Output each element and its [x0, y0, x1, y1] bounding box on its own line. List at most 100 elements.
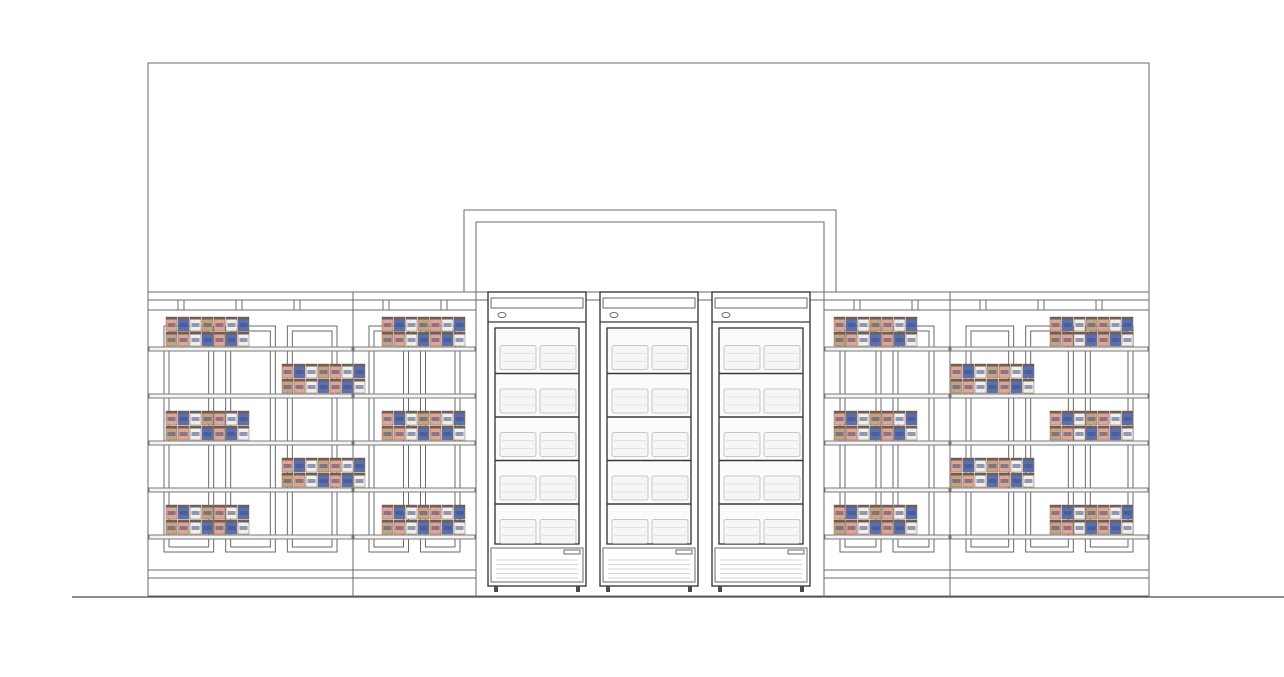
- jar-lid: [951, 364, 962, 367]
- jar-label: [443, 526, 452, 530]
- jar-label: [847, 511, 856, 515]
- jar-label: [976, 385, 985, 389]
- jar-label: [907, 432, 916, 436]
- jar-label: [319, 370, 328, 374]
- jar-lid: [882, 317, 893, 320]
- jar-label: [283, 385, 292, 389]
- jar-lid: [294, 364, 305, 367]
- jar-label: [431, 511, 440, 515]
- product-jar-cluster: [1049, 410, 1134, 441]
- jar-lid: [1074, 520, 1085, 523]
- jar-lid: [834, 317, 845, 320]
- jar-lid: [858, 411, 869, 414]
- jar-lid: [999, 364, 1010, 367]
- jar-lid: [906, 505, 917, 508]
- jar-lid: [282, 473, 293, 476]
- jar-label: [1123, 526, 1132, 530]
- jar-label: [407, 526, 416, 530]
- jar-label: [895, 323, 904, 327]
- jar-lid: [178, 332, 189, 335]
- jar-label: [1099, 338, 1108, 342]
- jar-label: [907, 511, 916, 515]
- jar-lid: [906, 520, 917, 523]
- jar-label: [227, 338, 236, 342]
- jar-lid: [846, 411, 857, 414]
- jar-lid: [226, 332, 237, 335]
- jar-lid: [1062, 332, 1073, 335]
- jar-label: [859, 511, 868, 515]
- jar-lid: [394, 505, 405, 508]
- cornice-bracket: [177, 299, 185, 311]
- jar-label: [1024, 385, 1033, 389]
- jar-lid: [1110, 520, 1121, 523]
- jar-lid: [318, 473, 329, 476]
- jar-lid: [975, 458, 986, 461]
- food-tray: [723, 388, 761, 414]
- jar-lid: [178, 317, 189, 320]
- shelf-board: [950, 393, 1149, 399]
- jar-label: [1123, 511, 1132, 515]
- jar-lid: [330, 379, 341, 382]
- jar-label: [883, 323, 892, 327]
- food-tray: [499, 345, 537, 370]
- jar-lid: [1074, 411, 1085, 414]
- jar-lid: [382, 505, 393, 508]
- jar-label: [859, 338, 868, 342]
- jar-lid: [1122, 317, 1133, 320]
- jar-lid: [882, 520, 893, 523]
- jar-label: [1024, 464, 1033, 468]
- shelf-board: [148, 440, 353, 446]
- jar-label: [407, 511, 416, 515]
- jar-label: [283, 370, 292, 374]
- jar-lid: [963, 364, 974, 367]
- jar-lid: [238, 332, 249, 335]
- shelf-board: [148, 393, 353, 399]
- jar-label: [952, 385, 961, 389]
- jar-lid: [999, 458, 1010, 461]
- jar-label: [395, 526, 404, 530]
- jar-label: [179, 417, 188, 421]
- jar-label: [407, 417, 416, 421]
- jar-label: [307, 370, 316, 374]
- jar-lid: [894, 332, 905, 335]
- jar-label: [383, 511, 392, 515]
- jar-label: [883, 338, 892, 342]
- jar-lid: [306, 364, 317, 367]
- jar-label: [859, 432, 868, 436]
- jar-label: [383, 417, 392, 421]
- jar-lid: [1023, 379, 1034, 382]
- jar-label: [1000, 464, 1009, 468]
- jar-lid: [282, 364, 293, 367]
- fridge-logo-badge: [721, 312, 731, 318]
- shelf-board: [148, 487, 353, 493]
- back-panel-frame: [1025, 325, 1074, 553]
- jar-label: [227, 323, 236, 327]
- jar-label: [319, 385, 328, 389]
- jar-label: [395, 323, 404, 327]
- jar-label: [443, 338, 452, 342]
- jar-lid: [1050, 505, 1061, 508]
- jar-lid: [202, 317, 213, 320]
- jar-label: [835, 432, 844, 436]
- jar-lid: [330, 458, 341, 461]
- product-jar-cluster: [381, 316, 466, 347]
- jar-label: [1087, 417, 1096, 421]
- jar-label: [988, 464, 997, 468]
- jar-label: [383, 323, 392, 327]
- fridge-header-panel: [602, 297, 696, 309]
- food-tray: [763, 519, 801, 544]
- food-tray: [499, 519, 537, 544]
- refrigerators: [487, 291, 811, 592]
- jar-lid: [894, 317, 905, 320]
- jar-lid: [214, 426, 225, 429]
- product-jar-cluster: [165, 504, 250, 535]
- jar-label: [952, 370, 961, 374]
- jar-lid: [834, 332, 845, 335]
- jar-lid: [951, 473, 962, 476]
- jar-lid: [999, 379, 1010, 382]
- jar-lid: [214, 411, 225, 414]
- jar-lid: [1086, 520, 1097, 523]
- jar-label: [203, 511, 212, 515]
- jar-lid: [306, 379, 317, 382]
- jar-lid: [1098, 505, 1109, 508]
